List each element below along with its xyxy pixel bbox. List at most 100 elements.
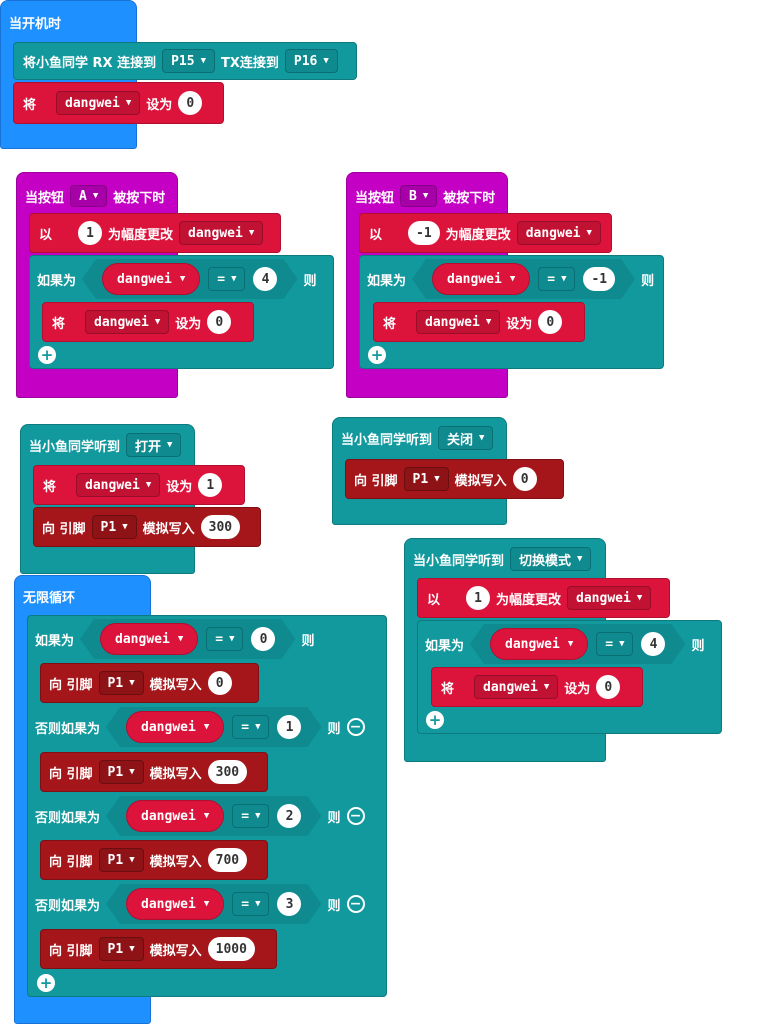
value-input[interactable]: 0 bbox=[207, 310, 232, 334]
minus-circle-icon[interactable]: − bbox=[346, 807, 365, 825]
if-label: 如果为 bbox=[425, 638, 465, 654]
variable-dropdown[interactable]: dangwei▼ bbox=[76, 473, 161, 497]
operator-dropdown[interactable]: =▼ bbox=[208, 267, 245, 291]
variable-dropdown[interactable]: dangwei▼ bbox=[56, 91, 141, 115]
variable-reporter[interactable]: dangwei▼ bbox=[126, 800, 224, 832]
variable-reporter[interactable]: dangwei▼ bbox=[100, 623, 198, 655]
set-variable-block[interactable]: 将 dangwei▼ 设为 1 bbox=[33, 465, 245, 505]
value-input[interactable]: 1 bbox=[198, 473, 223, 497]
compare-value-input[interactable]: 1 bbox=[277, 715, 301, 739]
compare-condition[interactable]: dangwei▼ =▼ 3 bbox=[106, 884, 321, 924]
value-input[interactable]: 0 bbox=[538, 310, 563, 334]
change-variable-block[interactable]: 以 1 为幅度更改 dangwei▼ bbox=[29, 213, 281, 253]
operator-dropdown[interactable]: =▼ bbox=[596, 632, 633, 656]
pin-dropdown[interactable]: P1▼ bbox=[98, 848, 144, 872]
compare-condition[interactable]: dangwei▼ =▼ 2 bbox=[106, 796, 321, 836]
plus-circle-icon[interactable]: + bbox=[426, 711, 444, 729]
pin-dropdown[interactable]: P1▼ bbox=[98, 760, 144, 784]
analog-write-block[interactable]: 向 引脚 P1▼ 模拟写入 300 bbox=[40, 752, 268, 792]
operator-dropdown[interactable]: =▼ bbox=[206, 627, 243, 651]
variable-dropdown[interactable]: dangwei▼ bbox=[416, 310, 501, 334]
change-value-input[interactable]: 1 bbox=[466, 586, 491, 610]
write-value-input[interactable]: 0 bbox=[207, 671, 232, 695]
analog-write-block[interactable]: 向 引脚 P1▼ 模拟写入 1000 bbox=[40, 929, 277, 969]
change-value-input[interactable]: 1 bbox=[78, 221, 103, 245]
operator-dropdown[interactable]: =▼ bbox=[232, 715, 269, 739]
change-prefix: 以 bbox=[369, 227, 383, 243]
operator-dropdown[interactable]: =▼ bbox=[232, 892, 269, 916]
variable-dropdown[interactable]: dangwei▼ bbox=[179, 221, 264, 245]
variable-reporter[interactable]: dangwei▼ bbox=[102, 263, 200, 295]
command-dropdown[interactable]: 打开▼ bbox=[126, 433, 182, 457]
caret-down-icon: ▼ bbox=[255, 899, 261, 909]
plus-circle-icon[interactable]: + bbox=[38, 346, 56, 364]
caret-down-icon: ▼ bbox=[619, 639, 625, 649]
caret-down-icon: ▼ bbox=[177, 634, 184, 644]
tx-pin-dropdown[interactable]: P16▼ bbox=[284, 49, 338, 73]
button-dropdown[interactable]: B▼ bbox=[400, 185, 438, 207]
variable-dropdown[interactable]: dangwei▼ bbox=[567, 586, 652, 610]
plus-circle-icon[interactable]: + bbox=[37, 974, 55, 992]
compare-condition[interactable]: dangwei▼ =▼ 4 bbox=[82, 259, 297, 299]
variable-dropdown[interactable]: dangwei▼ bbox=[85, 310, 170, 334]
hat-label: 当小鱼同学听到 bbox=[413, 553, 505, 569]
command-dropdown[interactable]: 切换模式▼ bbox=[510, 547, 592, 571]
command-dropdown[interactable]: 关闭▼ bbox=[438, 426, 494, 450]
variable-reporter[interactable]: dangwei▼ bbox=[126, 888, 224, 920]
minus-circle-icon[interactable]: − bbox=[346, 718, 365, 736]
operator-dropdown[interactable]: =▼ bbox=[232, 804, 269, 828]
compare-value-input[interactable]: 4 bbox=[253, 267, 277, 291]
caret-down-icon: ▼ bbox=[577, 554, 583, 564]
analog-write-block[interactable]: 向 引脚 P1▼ 模拟写入 700 bbox=[40, 840, 268, 880]
tx-label: TX连接到 bbox=[221, 55, 279, 71]
pin-dropdown[interactable]: P1▼ bbox=[98, 671, 144, 695]
compare-value-input[interactable]: 2 bbox=[277, 804, 301, 828]
write-value-input[interactable]: 300 bbox=[207, 760, 248, 784]
pin-dropdown[interactable]: P1▼ bbox=[98, 937, 144, 961]
change-value-input[interactable]: -1 bbox=[408, 221, 440, 245]
write-mid: 模拟写入 bbox=[149, 854, 202, 870]
set-variable-block[interactable]: 将 dangwei▼ 设为 0 bbox=[42, 302, 254, 342]
compare-value-input[interactable]: 3 bbox=[277, 892, 301, 916]
write-value-input[interactable]: 700 bbox=[207, 848, 248, 872]
compare-value-input[interactable]: 4 bbox=[641, 632, 665, 656]
variable-reporter[interactable]: dangwei▼ bbox=[432, 263, 530, 295]
pin-dropdown[interactable]: P1▼ bbox=[403, 467, 449, 491]
analog-write-block[interactable]: 向 引脚 P1▼ 模拟写入 0 bbox=[345, 459, 564, 499]
compare-condition[interactable]: dangwei▼ =▼ 0 bbox=[80, 619, 295, 659]
value-input[interactable]: 0 bbox=[178, 91, 203, 115]
fish-connect-block[interactable]: 将小鱼同学 RX 连接到 P15▼ TX连接到 P16▼ bbox=[13, 42, 357, 80]
variable-dropdown[interactable]: dangwei▼ bbox=[474, 675, 559, 699]
elseif-label: 否则如果为 bbox=[35, 898, 101, 914]
operator-dropdown[interactable]: =▼ bbox=[538, 267, 575, 291]
compare-condition[interactable]: dangwei▼ =▼ -1 bbox=[412, 259, 635, 299]
analog-write-block[interactable]: 向 引脚 P1▼ 模拟写入 0 bbox=[40, 663, 259, 703]
pin-dropdown[interactable]: P1▼ bbox=[91, 515, 137, 539]
analog-write-block[interactable]: 向 引脚 P1▼ 模拟写入 300 bbox=[33, 507, 261, 547]
hat-label: 当按钮 bbox=[25, 190, 65, 206]
compare-condition[interactable]: dangwei▼ =▼ 4 bbox=[470, 624, 685, 664]
set-variable-block[interactable]: 将 dangwei▼ 设为 0 bbox=[431, 667, 643, 707]
minus-circle-icon[interactable]: − bbox=[346, 895, 365, 913]
variable-dropdown[interactable]: dangwei▼ bbox=[516, 221, 601, 245]
value-input[interactable]: 0 bbox=[596, 675, 621, 699]
caret-down-icon: ▼ bbox=[567, 639, 574, 649]
write-value-input[interactable]: 1000 bbox=[207, 937, 255, 961]
if-block[interactable]: 如果为 dangwei▼ =▼ -1 则 + bbox=[359, 255, 664, 369]
elseif-label: 否则如果为 bbox=[35, 721, 101, 737]
variable-reporter[interactable]: dangwei▼ bbox=[490, 628, 588, 660]
change-variable-block[interactable]: 以 -1 为幅度更改 dangwei▼ bbox=[359, 213, 612, 253]
write-value-input[interactable]: 0 bbox=[512, 467, 537, 491]
set-variable-block[interactable]: 将 dangwei▼ 设为 0 bbox=[13, 82, 224, 124]
button-dropdown[interactable]: A▼ bbox=[70, 185, 108, 207]
then-label: 则 bbox=[327, 721, 341, 737]
change-variable-block[interactable]: 以 1 为幅度更改 dangwei▼ bbox=[417, 578, 670, 618]
write-value-input[interactable]: 300 bbox=[200, 515, 241, 539]
compare-value-input[interactable]: -1 bbox=[583, 267, 615, 291]
set-variable-block[interactable]: 将 dangwei▼ 设为 0 bbox=[373, 302, 585, 342]
compare-value-input[interactable]: 0 bbox=[251, 627, 275, 651]
variable-reporter[interactable]: dangwei▼ bbox=[126, 711, 224, 743]
compare-condition[interactable]: dangwei▼ =▼ 1 bbox=[106, 707, 321, 747]
rx-pin-dropdown[interactable]: P15▼ bbox=[162, 49, 215, 73]
plus-circle-icon[interactable]: + bbox=[368, 346, 386, 364]
